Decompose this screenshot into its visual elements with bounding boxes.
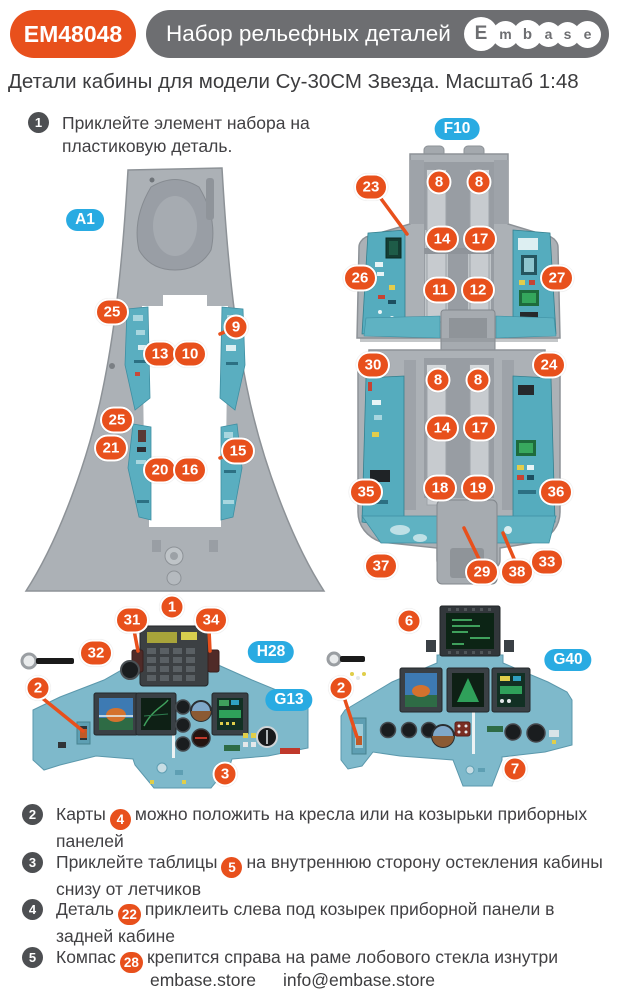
callout-12: 12: [461, 276, 495, 304]
step-number: 3: [22, 852, 43, 873]
step-number: 1: [28, 112, 49, 133]
step-number: 2: [22, 804, 43, 825]
callout-7: 7: [502, 756, 528, 782]
callout-15: 15: [221, 437, 255, 465]
callout-36: 36: [539, 478, 573, 506]
callout-8: 8: [426, 169, 452, 195]
callout-25: 25: [100, 406, 134, 434]
callout-8: 8: [466, 169, 492, 195]
callout-25: 25: [95, 298, 129, 326]
front-instrument-panel: [32, 625, 309, 789]
rear-instrument-panel: [340, 605, 573, 787]
step-number: 4: [22, 899, 43, 920]
callout-35: 35: [349, 478, 383, 506]
part-label-g40: G40: [544, 649, 592, 671]
callout-19: 19: [461, 474, 495, 502]
fuselage-part-a1: [24, 167, 326, 592]
product-code-pill: EM48048: [10, 10, 136, 58]
footer-website: embase.store: [150, 970, 257, 990]
brand-letter: m: [492, 20, 519, 48]
step-text-after: крепится справа на раме лобового стекла …: [146, 947, 558, 967]
callout-30: 30: [356, 351, 390, 379]
step-text-after: на внутреннюю сторону остекления кабины …: [56, 852, 603, 899]
step-number: 5: [22, 947, 43, 968]
callout-17: 17: [463, 225, 497, 253]
cockpit-side-panels: [124, 306, 246, 521]
part-label-h28: H28: [247, 641, 295, 663]
callout-2: 2: [25, 675, 51, 701]
callout-13: 13: [143, 340, 177, 368]
callout-33: 33: [530, 548, 564, 576]
part-badge: 28: [119, 952, 143, 973]
sheet-title: Набор рельефных деталей: [166, 21, 451, 46]
callout-37: 37: [364, 552, 398, 580]
brand-letter: e: [574, 20, 601, 48]
part-badge: 5: [221, 857, 243, 878]
part-badge: 22: [117, 904, 141, 925]
front-side-consoles: [361, 229, 557, 335]
callout-34: 34: [194, 606, 228, 634]
part-label-f10: F10: [434, 118, 480, 140]
callout-18: 18: [423, 474, 457, 502]
part-badge: 4: [109, 809, 131, 830]
callout-27: 27: [540, 264, 574, 292]
sheet-title-pill: Набор рельефных деталей E m b a s e: [146, 10, 609, 58]
step-text-after: можно положить на кресла или на козырьки…: [56, 804, 588, 851]
callout-9: 9: [223, 314, 249, 340]
callout-6: 6: [396, 608, 422, 634]
brand-letter: E: [464, 17, 498, 51]
cockpit-tub-f10: [356, 145, 561, 585]
callout-8: 8: [465, 367, 491, 393]
callout-29: 29: [465, 558, 499, 586]
callout-10: 10: [173, 340, 207, 368]
step-text: Приклейте элемент набора на пластиковую …: [62, 113, 310, 156]
callout-23: 23: [354, 173, 388, 201]
callout-20: 20: [143, 456, 177, 484]
sheet-subtitle: Детали кабины для модели Су-30СМ Звезда.…: [8, 70, 579, 93]
callout-8: 8: [425, 367, 451, 393]
callout-26: 26: [343, 264, 377, 292]
callout-32: 32: [79, 639, 113, 667]
callout-2: 2: [328, 675, 354, 701]
footer-email: info@embase.store: [283, 970, 436, 990]
pin-part-rear: [326, 651, 365, 667]
callout-16: 16: [173, 456, 207, 484]
step-text-before: Приклейте таблицы: [56, 852, 218, 872]
callout-11: 11: [423, 276, 457, 304]
step-text-before: Компас: [56, 947, 116, 967]
step-text-before: Карты: [56, 804, 106, 824]
step-text-before: Деталь: [56, 899, 114, 919]
callout-3: 3: [212, 761, 238, 787]
callout-31: 31: [115, 606, 149, 634]
step-1: 1 Приклейте элемент набора на пластикову…: [28, 112, 362, 158]
callout-38: 38: [500, 558, 534, 586]
callout-24: 24: [532, 351, 566, 379]
pin-part-front: [20, 652, 74, 670]
step-text-after: приклеить слева под козырек приборной па…: [56, 899, 555, 946]
callout-14: 14: [425, 225, 459, 253]
callout-17: 17: [463, 414, 497, 442]
callout-1: 1: [159, 594, 185, 620]
callout-21: 21: [94, 434, 128, 462]
brand-logo: E m b a s e: [464, 17, 601, 51]
part-label-g13: G13: [265, 689, 313, 711]
part-label-a1: A1: [66, 209, 104, 231]
callout-14: 14: [425, 414, 459, 442]
